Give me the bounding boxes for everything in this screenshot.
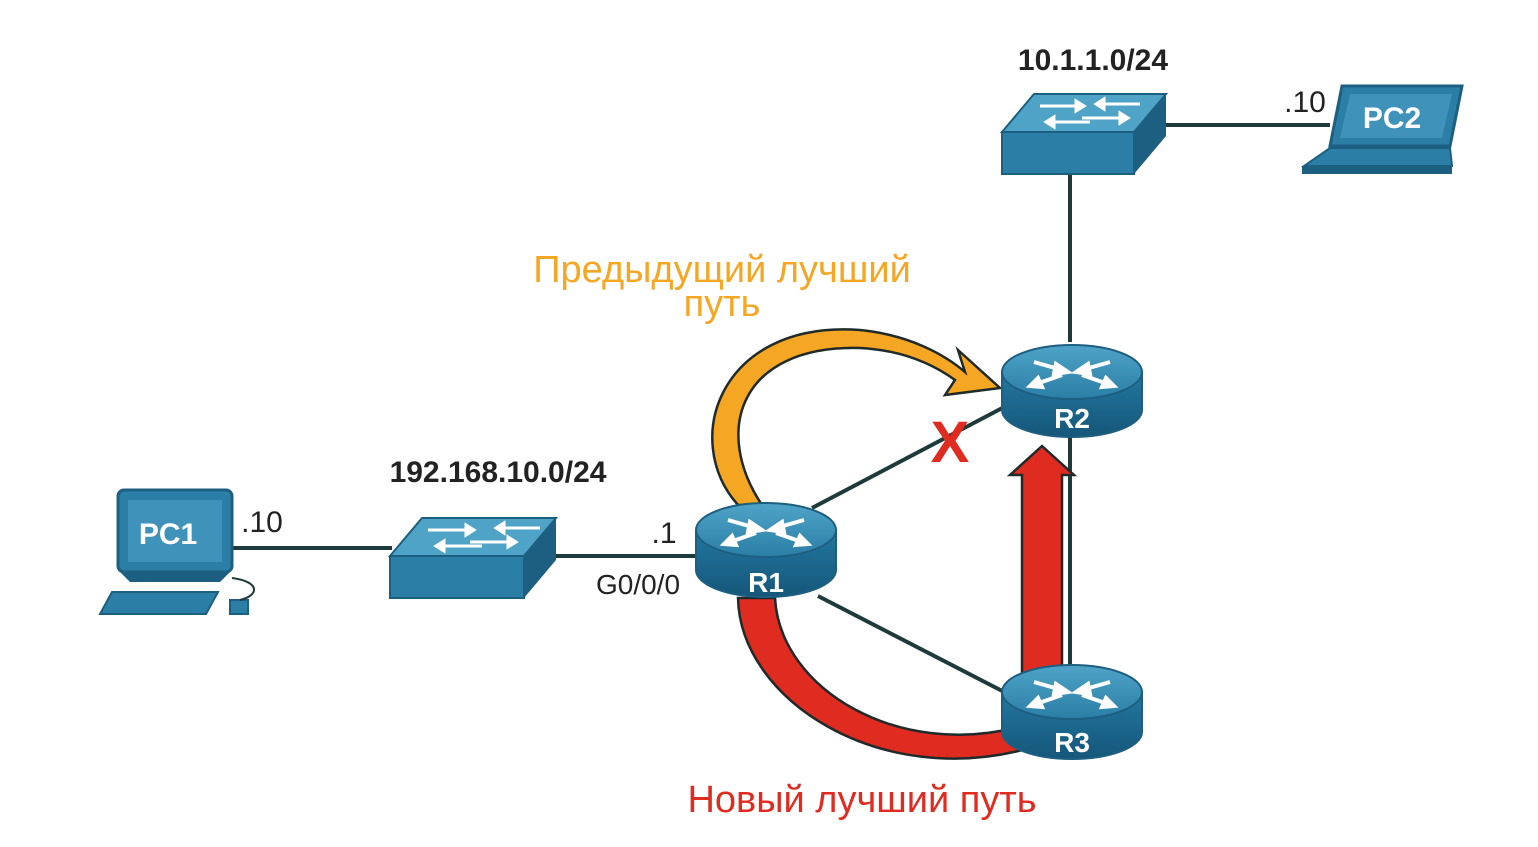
r3-label: R3 — [1054, 727, 1090, 758]
new-path-label: Новый лучший путь — [687, 779, 1036, 821]
router-r1-icon[interactable]: R1 — [695, 502, 837, 598]
pc2-label: PC2 — [1363, 102, 1421, 135]
r2-label: R2 — [1054, 403, 1090, 434]
pc2-laptop-icon[interactable]: PC2 — [1300, 84, 1464, 174]
previous-path-arrow — [711, 328, 1003, 507]
router-r3-icon[interactable]: R3 — [1001, 664, 1143, 760]
network-label-lan-right: 10.1.1.0/24 — [1018, 44, 1168, 77]
pc1-label: PC1 — [139, 518, 197, 551]
links — [228, 123, 1330, 697]
pc2-host-address: .10 — [1284, 86, 1326, 119]
new-path-arrow — [736, 444, 1078, 760]
link-r1-r3 — [817, 594, 1011, 697]
r1-interface-label: G0/0/0 — [596, 569, 680, 600]
previous-path-label-line1: Предыдущий лучший — [533, 249, 911, 291]
switch1-icon[interactable] — [387, 517, 559, 599]
previous-path-label-line2: путь — [684, 283, 761, 325]
network-label-lan-left: 192.168.10.0/24 — [390, 456, 607, 489]
router-r2-icon[interactable]: R2 — [1001, 344, 1143, 438]
pc1-desktop-icon[interactable]: PC1 — [98, 488, 255, 615]
switch2-icon[interactable] — [999, 93, 1169, 175]
failure-mark: X — [931, 410, 970, 475]
r1-host-address: .1 — [651, 517, 676, 550]
r1-label: R1 — [748, 567, 784, 598]
link-r1-r2 — [811, 403, 1009, 510]
pc1-host-address: .10 — [241, 506, 283, 539]
